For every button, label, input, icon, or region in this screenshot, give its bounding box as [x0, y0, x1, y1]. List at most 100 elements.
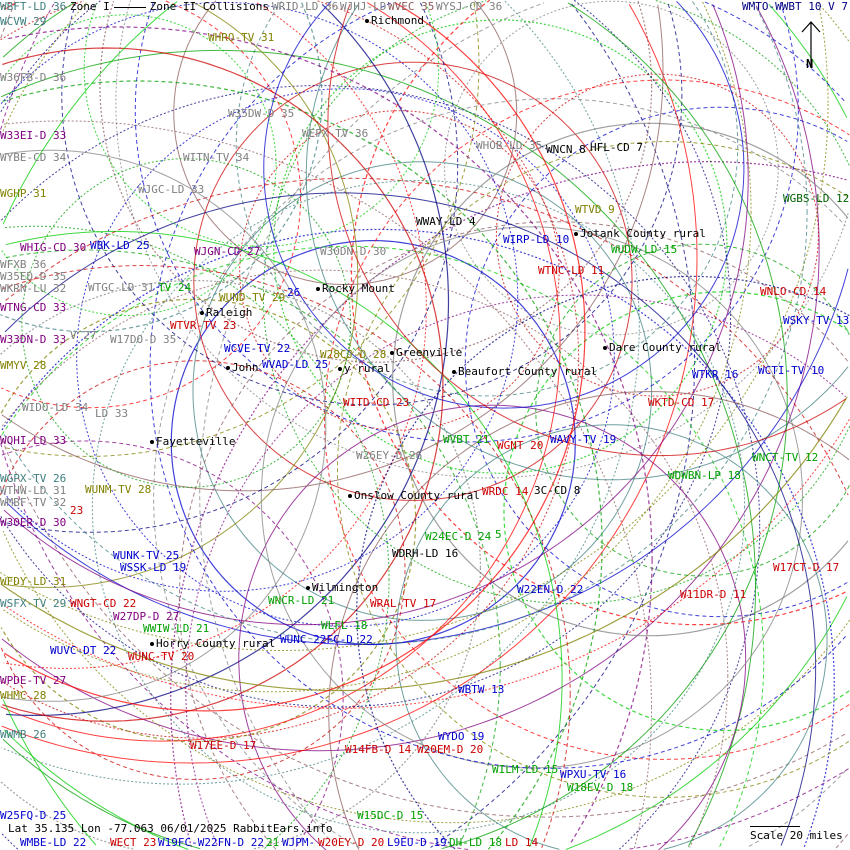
station-label[interactable]: WUVC-DT 22: [50, 644, 117, 657]
station-label[interactable]: WNCN 8: [546, 143, 586, 156]
station-label[interactable]: W26EY-D 26: [356, 449, 423, 462]
station-label[interactable]: WSSK-LD 19: [120, 561, 187, 574]
station-label[interactable]: WVBT 21: [443, 433, 490, 446]
station-label[interactable]: WITD-CD 23: [343, 396, 410, 409]
station-label[interactable]: TV 24: [158, 281, 192, 294]
station-label[interactable]: WBK-LD 25: [90, 239, 150, 252]
station-label[interactable]: WJHJ-LD: [340, 0, 387, 13]
station-label[interactable]: W20EY-D 20: [318, 836, 385, 849]
station-label[interactable]: WDRH-LD 16: [392, 547, 459, 560]
station-label[interactable]: WTVR-TV 23: [170, 319, 237, 332]
station-label[interactable]: WCTI-TV 10: [758, 364, 825, 377]
station-label[interactable]: W30ER-D 30: [0, 516, 67, 529]
station-label[interactable]: W36FB-D 36: [0, 71, 67, 84]
station-label[interactable]: WCVW 29: [0, 15, 47, 28]
station-label[interactable]: WJPM-: [282, 836, 316, 849]
station-label[interactable]: W17CT-D 17: [773, 561, 840, 574]
station-label[interactable]: WWIW-LD 21: [143, 622, 210, 635]
station-label[interactable]: WKRN-LU 32: [0, 282, 67, 295]
station-label[interactable]: WMBF-TV 32: [0, 496, 67, 509]
station-label[interactable]: WEPX-TV 36: [302, 127, 369, 140]
station-label[interactable]: WMTO-WWBT 10 V 7: [742, 0, 848, 13]
station-label[interactable]: WTGC-LD 31: [88, 281, 155, 294]
station-label[interactable]: WTVD 9: [575, 203, 615, 216]
station-label[interactable]: WUND-TV 29: [219, 291, 286, 304]
station-label[interactable]: WHMC 28: [0, 689, 47, 702]
station-label[interactable]: WTNC-LD 11: [538, 264, 605, 277]
station-label[interactable]: WKTD-CD 17: [648, 396, 715, 409]
station-label[interactable]: WSKY-TV 13: [783, 314, 850, 327]
station-label[interactable]: WGNT 20: [497, 439, 544, 452]
station-label[interactable]: WGHP 31: [0, 187, 47, 200]
station-label[interactable]: WNCT-TV 12: [752, 451, 819, 464]
station-label[interactable]: WILM-LD 15: [492, 763, 559, 776]
station-label[interactable]: W15DC-D 15: [357, 809, 424, 822]
station-label[interactable]: WWMB 26: [0, 728, 47, 741]
station-label[interactable]: V 27: [70, 329, 97, 342]
station-label[interactable]: WYSJ-CD 36: [436, 0, 503, 13]
station-label[interactable]: WDWBN-LP 18: [668, 469, 741, 482]
station-label[interactable]: W17EE-D 17: [190, 739, 257, 752]
station-label[interactable]: WRDC 14: [482, 485, 529, 498]
station-label[interactable]: WIDO-LD 34: [22, 401, 89, 414]
station-label[interactable]: WYDO 19: [438, 730, 485, 743]
station-label[interactable]: L9EU-D 19: [387, 836, 447, 849]
station-label[interactable]: W19FC-W22FN-D 22: [158, 836, 264, 849]
station-label[interactable]: WIRP-LD 10: [503, 233, 570, 246]
station-label[interactable]: W22EN-D 22: [517, 583, 584, 596]
station-label[interactable]: W11DR-D 11: [680, 588, 747, 601]
station-label[interactable]: WWAY-LD 4: [416, 215, 476, 228]
station-label[interactable]: WMYV 28: [0, 359, 47, 372]
station-label[interactable]: W33EI-D 33: [0, 129, 67, 142]
station-label[interactable]: WUDW-LD 15: [611, 243, 678, 256]
station-label[interactable]: WHIG-CD 30: [20, 241, 87, 254]
station-label[interactable]: 26: [287, 286, 301, 299]
station-label[interactable]: WECT 23: [110, 836, 157, 849]
station-label[interactable]: 5: [495, 528, 502, 541]
station-label[interactable]: WAVY-TV 19: [550, 433, 617, 446]
station-label[interactable]: WPDE-TV 27: [0, 674, 67, 687]
station-label[interactable]: WUNM-TV 28: [85, 483, 152, 496]
station-label[interactable]: WHOB-LD 35: [476, 139, 543, 152]
station-label[interactable]: W17DO-D 35: [110, 333, 177, 346]
station-label[interactable]: DH-LD 18: [449, 836, 502, 849]
station-label[interactable]: WRID-LD 36: [272, 0, 339, 13]
station-label[interactable]: WUNC-TV 20: [128, 650, 195, 663]
station-label[interactable]: WBTW 13: [458, 683, 505, 696]
station-label[interactable]: WNCR-LD 21: [268, 594, 335, 607]
station-label[interactable]: WBFT-LD 36: [0, 0, 67, 13]
station-label[interactable]: WQHI-LD 33: [0, 434, 67, 447]
station-label[interactable]: WFXB 36: [0, 258, 47, 271]
station-label[interactable]: WGPX-TV 26: [0, 472, 67, 485]
station-label[interactable]: WMBE-LD 22: [20, 836, 87, 849]
station-label[interactable]: WSFX-TV 29: [0, 597, 67, 610]
station-label[interactable]: WNGT-CD 22: [70, 597, 137, 610]
station-label[interactable]: WVEC 35: [388, 0, 435, 13]
station-label[interactable]: 21: [266, 836, 280, 849]
station-label[interactable]: 3C-CD 8: [534, 484, 581, 497]
station-label[interactable]: 23: [70, 504, 84, 517]
station-label[interactable]: W14FB-D 14: [345, 743, 412, 756]
station-label[interactable]: WVAD-LD 25: [262, 358, 329, 371]
station-label[interactable]: W33DN-D 33: [0, 333, 67, 346]
station-label[interactable]: WUNK-TV 25: [113, 549, 180, 562]
station-label[interactable]: W35ED-D 35: [0, 270, 67, 283]
station-label[interactable]: W27DP-D 27: [113, 610, 180, 623]
station-label[interactable]: WNLO-CD 14: [760, 285, 827, 298]
station-label[interactable]: W20EM-D 20: [417, 743, 484, 756]
station-label[interactable]: WPXU-TV 16: [560, 768, 627, 781]
station-label[interactable]: WHRO-TV 31: [208, 31, 275, 44]
station-label[interactable]: WLFL 18: [321, 619, 368, 632]
station-label[interactable]: WGBS-LD 12: [783, 192, 850, 205]
station-label[interactable]: WJGN-CD 27: [194, 245, 261, 258]
station-label[interactable]: WTHW-LD 31: [0, 484, 67, 497]
station-label[interactable]: LD 33: [95, 407, 129, 420]
station-label[interactable]: WFDY-LD 31: [0, 575, 67, 588]
station-label[interactable]: W30DN-D 30: [320, 245, 387, 258]
station-label[interactable]: WCVE-TV 22: [224, 342, 291, 355]
station-label[interactable]: WTKR 16: [692, 368, 739, 381]
station-label[interactable]: WTNG-CD 33: [0, 301, 67, 314]
station-label[interactable]: WITN-TV 34: [183, 151, 250, 164]
station-label[interactable]: W25FQ-D 25: [0, 809, 67, 822]
station-label[interactable]: WUNC 22FC-D 22: [280, 633, 373, 646]
